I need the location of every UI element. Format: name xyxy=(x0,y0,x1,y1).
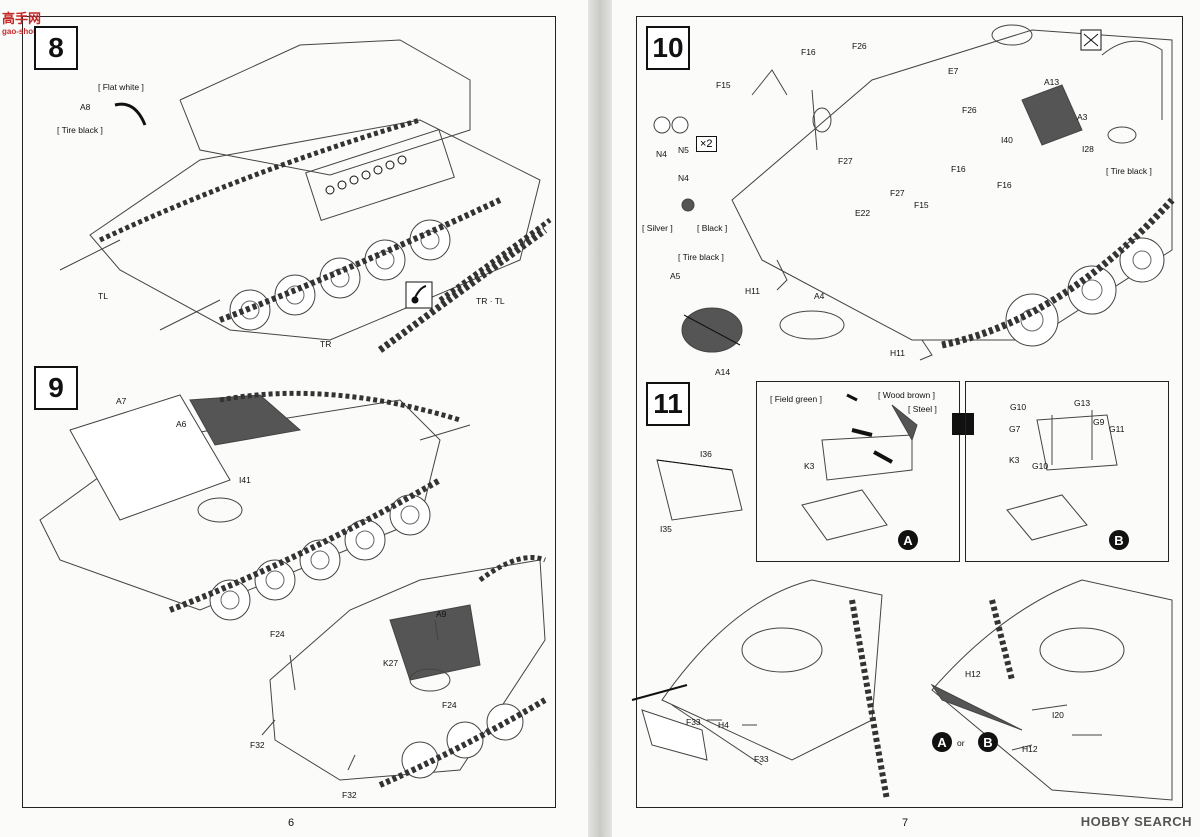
step11-variant-b-box xyxy=(965,381,1169,562)
label-h12-upper: H12 xyxy=(965,669,981,679)
label-g10-top: G10 xyxy=(1010,402,1027,412)
right-line-art xyxy=(631,24,1175,801)
page-number-right: 7 xyxy=(902,817,909,829)
label-a13: A13 xyxy=(1044,77,1060,87)
label-silver: [ Silver ] xyxy=(642,223,673,233)
page-number-left: 6 xyxy=(288,817,295,829)
variant-b-badge-lower: B xyxy=(978,732,998,752)
label-n4-top: N4 xyxy=(656,149,667,159)
label-a9: A9 xyxy=(436,609,447,619)
label-f16-top: F16 xyxy=(801,47,816,57)
label-a4: A4 xyxy=(814,291,825,301)
step8-hull-outline xyxy=(89,119,541,341)
left-page-frame xyxy=(22,16,556,808)
label-f16-right: F16 xyxy=(997,180,1012,190)
label-h4: H4 xyxy=(718,720,729,730)
step-10-number: 10 xyxy=(646,26,690,70)
right-page-frame xyxy=(636,16,1183,808)
step-11-number: 11 xyxy=(646,382,690,426)
label-wood-brown: [ Wood brown ] xyxy=(878,390,936,400)
label-f33-bottom: F33 xyxy=(754,754,769,764)
label-n5: N5 xyxy=(678,145,689,155)
label-k3-b: K3 xyxy=(1009,455,1020,465)
label-f27-upper: F27 xyxy=(838,156,853,166)
label-tire-black: [ Tire black ] xyxy=(57,125,103,135)
page-gutter xyxy=(588,0,612,837)
label-i20: I20 xyxy=(1052,710,1064,720)
label-f24-upper: F24 xyxy=(270,629,285,639)
variant-a-badge: A xyxy=(898,530,918,550)
label-tr-tl: TR · TL xyxy=(476,296,505,306)
label-tr: TR xyxy=(320,339,332,349)
label-f26-top: F26 xyxy=(852,41,867,51)
right-page: 10 F16 F26 F15 E7 A13 A3 F26 I40 I28 [ T… xyxy=(612,0,1200,837)
label-h12-lower: H12 xyxy=(1022,744,1038,754)
watermark-hobby-search: HOBBY SEARCH xyxy=(1080,814,1192,829)
step-8-number: 8 xyxy=(34,26,78,70)
label-e7: E7 xyxy=(948,66,959,76)
label-k27: K27 xyxy=(383,658,399,668)
label-e22: E22 xyxy=(855,208,871,218)
label-f27-lower: F27 xyxy=(890,188,905,198)
label-tl: TL xyxy=(98,291,108,301)
label-k3-a: K3 xyxy=(804,461,815,471)
label-f32-left: F32 xyxy=(250,740,265,750)
label-f33-left: F33 xyxy=(686,717,701,727)
label-g9: G9 xyxy=(1093,417,1105,427)
label-i36: I36 xyxy=(700,449,712,459)
label-f32-bottom: F32 xyxy=(342,790,357,800)
step11-variant-a-box xyxy=(756,381,960,562)
label-i40: I40 xyxy=(1001,135,1013,145)
label-a5: A5 xyxy=(670,271,681,281)
label-f16-mid: F16 xyxy=(951,164,966,174)
label-g7: G7 xyxy=(1009,424,1021,434)
step11-sub-b-art xyxy=(1006,410,1118,541)
label-a7: A7 xyxy=(116,396,127,406)
label-h11-lower: H11 xyxy=(890,348,905,358)
label-i41: I41 xyxy=(239,475,251,485)
label-flat-white: [ Flat white ] xyxy=(98,82,144,92)
label-i28: I28 xyxy=(1082,144,1094,154)
flip-arrow-icon xyxy=(952,413,974,435)
step-9-number: 9 xyxy=(34,366,78,410)
label-n4-bottom: N4 xyxy=(678,173,689,183)
label-tire-black-a14: [ Tire black ] xyxy=(678,252,724,262)
label-g10-bottom: G10 xyxy=(1032,461,1049,471)
step11-sub-a-art xyxy=(801,393,918,541)
label-g13: G13 xyxy=(1074,398,1091,408)
label-a6: A6 xyxy=(176,419,187,429)
label-a8: A8 xyxy=(80,102,91,112)
label-f24-lower: F24 xyxy=(442,700,457,710)
label-f15-top: F15 xyxy=(716,80,731,90)
label-i35: I35 xyxy=(660,524,672,534)
variant-a-badge-lower: A xyxy=(932,732,952,752)
label-or: or xyxy=(957,738,965,748)
label-h11-upper: H11 xyxy=(745,286,760,296)
label-a14: A14 xyxy=(715,367,731,377)
label-field-green: [ Field green ] xyxy=(770,394,822,404)
label-steel: [ Steel ] xyxy=(908,404,937,414)
label-f26-mid: F26 xyxy=(962,105,977,115)
quantity-x2: ×2 xyxy=(696,136,717,152)
label-f15-mid: F15 xyxy=(914,200,929,210)
left-line-art xyxy=(39,39,552,788)
label-tire-black-right: [ Tire black ] xyxy=(1106,166,1152,176)
variant-b-badge: B xyxy=(1109,530,1129,550)
label-a3: A3 xyxy=(1077,112,1088,122)
label-g11: G11 xyxy=(1109,424,1125,434)
label-black: [ Black ] xyxy=(697,223,728,233)
step10-hull-outline xyxy=(731,29,1173,341)
